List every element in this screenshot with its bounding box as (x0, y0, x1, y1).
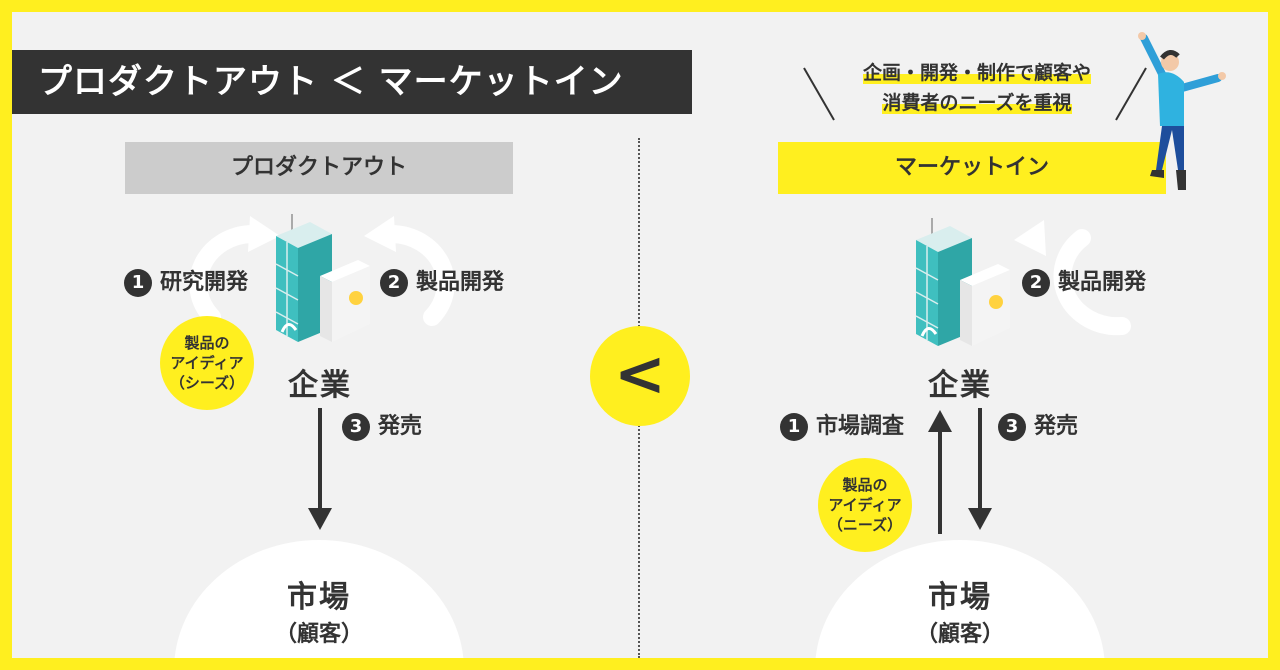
left-step3: 3 発売 (342, 412, 422, 442)
bubble-line: 製品の (842, 476, 888, 494)
building-icon (275, 214, 370, 342)
person-icon (1138, 32, 1226, 190)
right-company-label: 企業 (928, 368, 992, 403)
compare-circle (590, 326, 690, 426)
left-step1: 1 研究開発 (124, 268, 248, 298)
right-step1: 1 市場調査 (780, 412, 904, 442)
step-label: 発売 (378, 414, 423, 439)
step-badge: 2 (1022, 269, 1050, 297)
bubble-line: アイディア (828, 496, 902, 514)
compare-symbol: < (614, 337, 666, 410)
quote-line: 消費者のニーズを重視 (832, 88, 1122, 118)
arrow-up-icon (928, 410, 952, 534)
step-label: 市場調査 (816, 414, 905, 439)
arrow-down-icon (968, 408, 992, 530)
step-badge: 3 (998, 413, 1026, 441)
quote-line: 企画・開発・制作で顧客や (832, 58, 1122, 88)
left-header: プロダクトアウト (125, 142, 513, 194)
bubble-line: （ニーズ） (827, 516, 903, 534)
quote-slash-left (803, 67, 835, 121)
bubble-line: （シーズ） (169, 374, 245, 392)
right-step3: 3 発売 (998, 412, 1078, 442)
left-step2: 2 製品開発 (380, 268, 504, 298)
bubble-line: 製品の (184, 334, 230, 352)
cycle-arrow-icon (1014, 220, 1131, 336)
step-badge: 1 (124, 269, 152, 297)
quote-slash-right (1115, 67, 1147, 121)
left-market-label: 市場 (287, 580, 351, 615)
step-label: 発売 (1034, 414, 1079, 439)
step-badge: 2 (380, 269, 408, 297)
left-idea-bubble: 製品の アイディア （シーズ） (160, 316, 254, 410)
step-label: 製品開発 (416, 270, 505, 295)
building-icon (915, 218, 1010, 346)
step-badge: 1 (780, 413, 808, 441)
arrow-down-icon (308, 408, 332, 530)
cycle-arrow-icon (189, 216, 455, 326)
quote-text: 企画・開発・制作で顧客や (862, 62, 1091, 84)
right-quote: 企画・開発・制作で顧客や 消費者のニーズを重視 (832, 58, 1122, 118)
quote-text: 消費者のニーズを重視 (882, 92, 1072, 114)
step-label: 製品開発 (1058, 270, 1147, 295)
step-label: 研究開発 (160, 270, 249, 295)
diagram-canvas: プロダクトアウト ＜ マーケットイン < プロダクトアウト 1 研究開発 2 製品開… (12, 12, 1268, 658)
bubble-line: アイディア (170, 354, 244, 372)
left-company-label: 企業 (288, 368, 352, 403)
right-idea-bubble: 製品の アイディア （ニーズ） (818, 458, 912, 552)
right-market-sub: （顧客） (915, 622, 1004, 647)
right-header: マーケットイン (778, 142, 1166, 194)
step-badge: 3 (342, 413, 370, 441)
page-title: プロダクトアウト ＜ マーケットイン (12, 50, 692, 114)
right-market-label: 市場 (928, 580, 992, 615)
left-market-sub: （顧客） (274, 622, 363, 647)
right-step2: 2 製品開発 (1022, 268, 1146, 298)
